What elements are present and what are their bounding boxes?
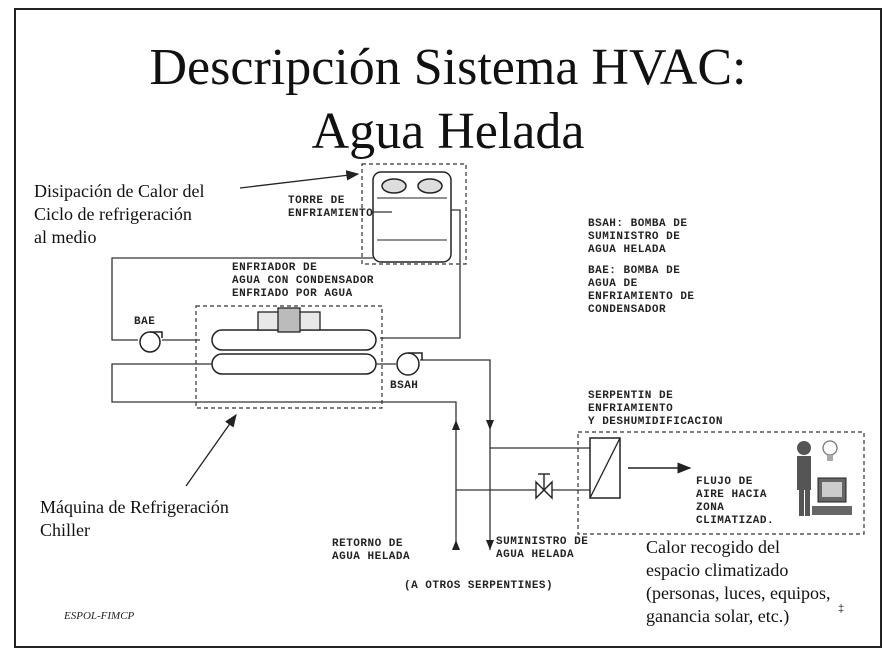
other-coils-label: (A OTROS SERPENTINES) — [404, 580, 554, 592]
heat-dissipation-arrow — [239, 170, 360, 189]
slide-frame — [14, 8, 882, 648]
cooling-tower-label: TORRE DE ENFRIAMIENTO — [288, 195, 374, 220]
slide-title-line1: Descripción Sistema HVAC: — [149, 39, 747, 96]
footer-text: ESPOL-FIMCP — [64, 610, 135, 622]
bsah-label: BSAH — [390, 380, 419, 392]
return-line-label: RETORNO DE AGUA HELADA — [332, 538, 411, 563]
airflow-label: FLUJO DE AIRE HACIA ZONA CLIMATIZAD. — [696, 476, 775, 527]
chiller-arrow — [185, 413, 237, 487]
condenser-water-loop — [111, 209, 461, 341]
chiller-machine-label: Máquina de Refrigeración Chiller — [40, 497, 229, 540]
supply-bottom-arrow — [486, 540, 494, 550]
conditioned-zone — [577, 431, 865, 535]
control-valve — [535, 473, 553, 500]
bae-definition: BAE: BOMBA DE AGUA DE ENFRIAMIENTO DE CO… — [588, 265, 695, 316]
bsah-pump — [396, 352, 423, 376]
cooling-coil — [589, 437, 621, 499]
heat-collected-label: Calor recogido del espacio climatizado (… — [646, 537, 831, 626]
supply-flow-arrow — [486, 420, 494, 430]
supply-line-label: SUMINISTRO DE AGUA HELADA — [496, 536, 589, 561]
chiller-unit — [195, 305, 383, 409]
person-icon — [797, 441, 811, 516]
cooling-tower — [361, 163, 467, 265]
chiller-unit-label: ENFRIADOR DE AGUA CON CONDENSADOR ENFRIA… — [232, 262, 375, 300]
bae-label: BAE — [134, 316, 156, 328]
bsah-definition: BSAH: BOMBA DE SUMINISTRO DE AGUA HELADA — [588, 218, 688, 256]
computer-icon — [812, 477, 852, 515]
heat-dissipation-label: Disipación de Calor del Ciclo de refrige… — [34, 181, 205, 247]
stray-mark: ‡ — [838, 603, 844, 615]
return-flow-arrow — [452, 420, 460, 430]
slide-title-line2: Agua Helada — [311, 103, 585, 160]
return-bottom-arrow — [452, 540, 460, 550]
coil-label: SERPENTIN DE ENFRIAMIENTO Y DESHUMIDIFIC… — [588, 390, 723, 428]
bae-pump — [139, 331, 163, 353]
light-bulb-icon — [822, 440, 838, 461]
